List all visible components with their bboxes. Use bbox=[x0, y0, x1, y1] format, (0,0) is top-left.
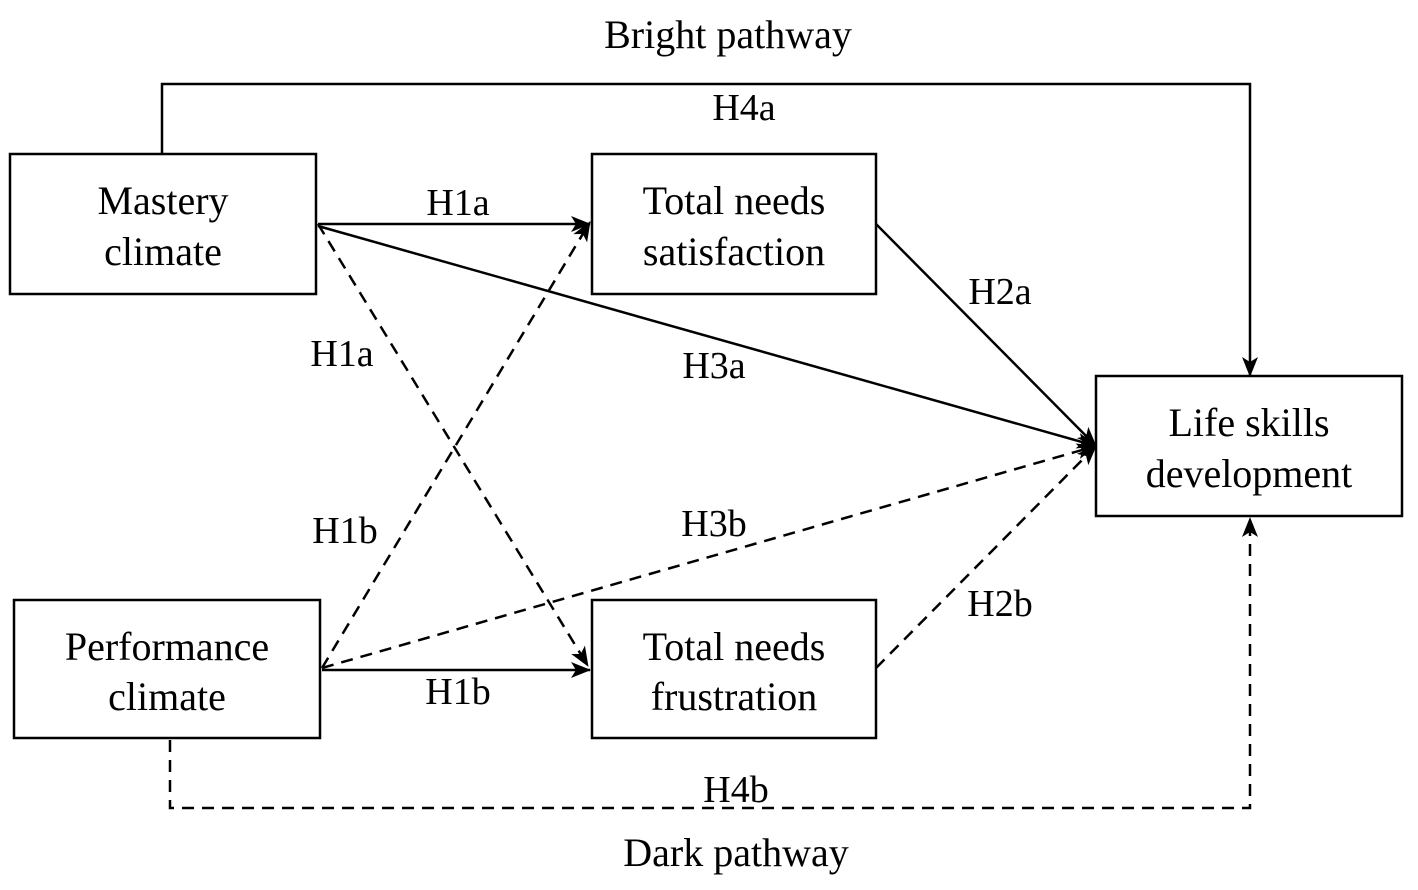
edge-label-h3a: H3a bbox=[682, 345, 745, 387]
node-total-needs-satisfaction-box bbox=[590, 152, 878, 296]
edge-label-h2b: H2b bbox=[967, 583, 1032, 625]
node-mastery-climate-box bbox=[8, 152, 318, 296]
node-mastery-climate-line2: climate bbox=[104, 229, 222, 274]
node-performance-climate-line2: climate bbox=[108, 674, 226, 719]
node-mastery-climate-line1: Mastery bbox=[97, 178, 228, 223]
edge-label-h4b: H4b bbox=[703, 769, 768, 811]
dark-pathway-label: Dark pathway bbox=[623, 830, 848, 875]
node-mastery-climate: Mastery climate bbox=[8, 152, 318, 296]
node-life-skills-development: Life skills development bbox=[1094, 374, 1404, 518]
edge-label-h4a: H4a bbox=[712, 87, 775, 129]
edge-h4b bbox=[168, 517, 1258, 810]
edge-label-h1a-side: H1a bbox=[310, 333, 373, 375]
edge-h2a bbox=[875, 223, 1097, 447]
node-total-needs-satisfaction-line1: Total needs bbox=[643, 178, 826, 223]
edge-label-h3b: H3b bbox=[681, 503, 746, 545]
node-life-skills-development-line1: Life skills bbox=[1168, 400, 1329, 445]
edge-h1a-mastery-frustration bbox=[316, 223, 590, 667]
node-total-needs-frustration-line1: Total needs bbox=[643, 624, 826, 669]
edge-h3b bbox=[321, 443, 1097, 670]
node-performance-climate: Performance climate bbox=[12, 598, 322, 740]
bright-pathway-label: Bright pathway bbox=[604, 12, 852, 57]
node-total-needs-frustration-line2: frustration bbox=[651, 674, 818, 719]
edge-h2b bbox=[875, 445, 1097, 669]
node-performance-climate-line1: Performance bbox=[65, 624, 269, 669]
node-total-needs-satisfaction: Total needs satisfaction bbox=[590, 152, 878, 296]
node-total-needs-satisfaction-line2: satisfaction bbox=[643, 229, 825, 274]
edge-label-h1b-bottom: H1b bbox=[425, 671, 490, 713]
edge-h3a bbox=[317, 224, 1097, 449]
edge-label-h1b-side: H1b bbox=[312, 510, 377, 552]
node-performance-climate-box bbox=[12, 598, 322, 740]
edge-h4a bbox=[160, 82, 1258, 377]
edge-label-h1a-top: H1a bbox=[426, 182, 489, 224]
node-total-needs-frustration-box bbox=[590, 598, 878, 740]
node-life-skills-development-box bbox=[1094, 374, 1404, 518]
node-life-skills-development-line2: development bbox=[1146, 451, 1353, 496]
edge-label-h2a: H2a bbox=[968, 271, 1031, 313]
node-total-needs-frustration: Total needs frustration bbox=[590, 598, 878, 740]
edge-h1b-performance-satisfaction bbox=[320, 221, 592, 669]
